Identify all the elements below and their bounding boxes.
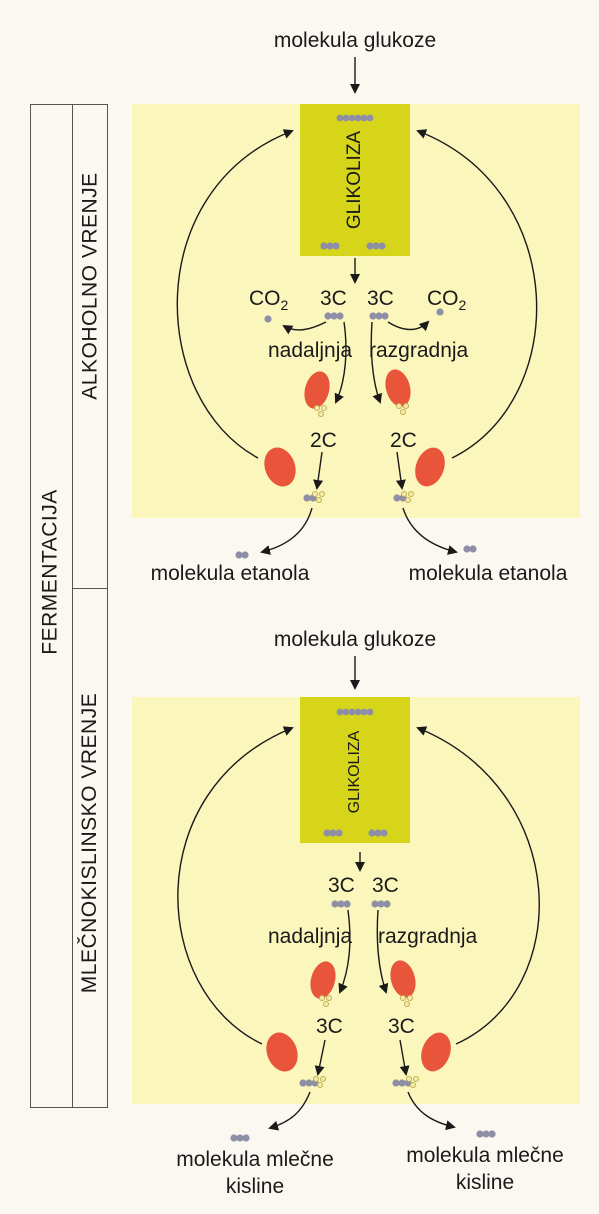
- breakdown-right-label: razgradnja: [369, 339, 469, 362]
- product-right-line1: molekula mlečne: [406, 1144, 564, 1167]
- glucose-input-label: molekula glukoze: [274, 29, 436, 52]
- glucose-input-label-2: molekula glukoze: [274, 628, 436, 651]
- pyruvate-molecule-left-2: [323, 829, 342, 836]
- left-3c-molecule: [324, 312, 343, 319]
- lactic-panel: molekula glukoze GLIKOLIZA 3C 3C nadaljn…: [132, 628, 580, 1198]
- ethanol-molecule-right: [463, 545, 476, 552]
- pyruvate-molecule-right-2: [368, 829, 387, 836]
- left-3c-label: 3C: [320, 287, 347, 310]
- co2-left-molecule: [264, 315, 271, 322]
- right-2c-label: 2C: [390, 429, 417, 452]
- lactate-molecule-right: [476, 1130, 495, 1137]
- alcoholic-panel: molekula glukoze GLIKOLIZA CO2 CO2 3C 3C…: [132, 29, 580, 585]
- breakdown-right-label-2: razgradnja: [378, 925, 478, 948]
- right-3c-label: 3C: [367, 287, 394, 310]
- product-right-label: molekula etanola: [409, 562, 568, 585]
- product-left-line1: molekula mlečne: [176, 1148, 334, 1171]
- pyruvate-molecule-right: [366, 242, 385, 249]
- ethanol-molecule-left: [235, 551, 248, 558]
- co2-right-molecule: [436, 308, 443, 315]
- glycolysis-label-2: GLIKOLIZA: [346, 730, 363, 813]
- right-3c-molecule: [369, 312, 388, 319]
- lactate-molecule-left: [230, 1134, 249, 1141]
- product-left-label: molekula etanola: [151, 562, 310, 585]
- pyruvate-molecule-left: [320, 242, 339, 249]
- left-3c-b-label-2: 3C: [316, 1015, 343, 1038]
- right-3c-b-label-2: 3C: [388, 1015, 415, 1038]
- product-right-line2: kisline: [456, 1171, 514, 1194]
- left-3c-label-2: 3C: [328, 874, 355, 897]
- left-3c-molecule-2: [331, 900, 350, 907]
- breakdown-left-label-2: nadaljnja: [268, 925, 352, 948]
- right-3c-molecule-2: [371, 900, 390, 907]
- breakdown-left-label: nadaljnja: [268, 339, 352, 362]
- right-3c-label-2: 3C: [372, 874, 399, 897]
- glycolysis-label: GLIKOLIZA: [344, 131, 365, 230]
- product-left-line2: kisline: [226, 1175, 284, 1198]
- left-2c-label: 2C: [310, 429, 337, 452]
